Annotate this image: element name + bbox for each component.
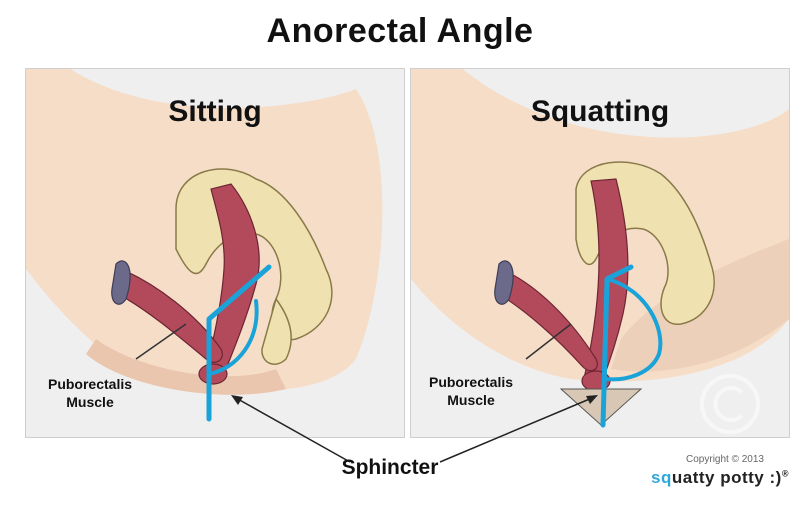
brand-logo: squatty potty :)® [640,468,800,488]
brand-logo-text: uatty potty :) [671,468,782,487]
squatting-anatomy-illustration [411,69,789,437]
puborectalis-muscle-label: Puborectalis Muscle [411,373,531,409]
registered-mark: ® [781,468,789,479]
brand-logo-accent: sq [651,468,672,487]
sitting-anatomy-illustration [26,69,404,437]
muscle-label-line2: Muscle [66,394,114,410]
sphincter-arrow-squatting-head [586,395,598,404]
muscle-label-line2: Muscle [447,392,495,408]
sphincter-label: Sphincter [341,456,439,479]
muscle-label-line1: Puborectalis [428,374,514,390]
copyright-text: Copyright © 2013 [686,454,764,465]
puborectalis-muscle-label: Puborectalis Muscle [30,375,150,411]
sphincter-arrow-squatting [439,397,593,463]
panel-sitting: Sitting Puborectalis Muscle [25,68,405,438]
page-title: Anorectal Angle [266,12,534,50]
copyright-watermark-icon [700,374,760,434]
sphincter-arrow-sitting-head [231,395,243,405]
panel-label-sitting: Sitting [168,95,262,128]
panel-squatting: Squatting Puborectalis Muscle [410,68,790,438]
panel-label-squatting: Squatting [530,95,670,128]
muscle-label-line1: Puborectalis [47,376,133,392]
sphincter-arrow-sitting [235,397,351,463]
